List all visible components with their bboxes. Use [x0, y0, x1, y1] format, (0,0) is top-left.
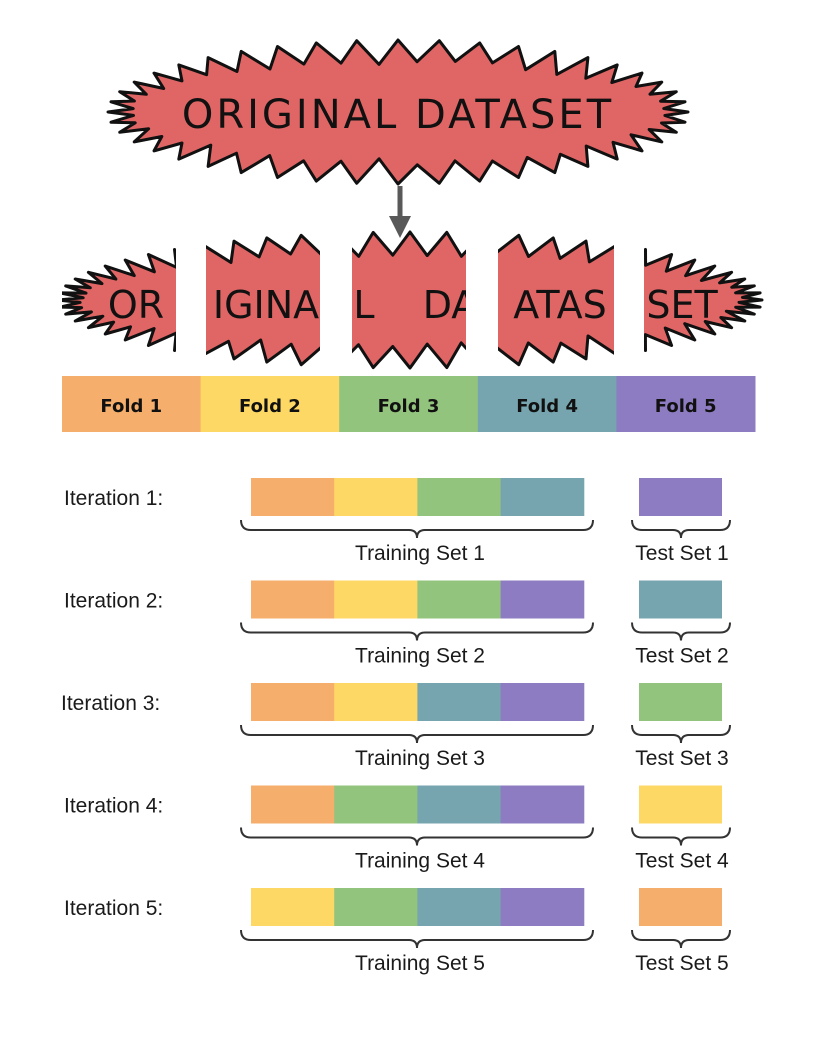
iteration-2-label: Iteration 2: [64, 590, 163, 613]
test-fold-cell [639, 683, 722, 721]
training-set-1-label: Training Set 1 [355, 542, 485, 565]
iteration-4: Iteration 4: Training Set 4 Test Set 4 [64, 785, 731, 873]
training-brace [240, 827, 594, 846]
iteration-2: Iteration 2: Training Set 2 Test Set 2 [64, 580, 731, 668]
training-fold-cell [500, 785, 585, 824]
down-arrow-icon [389, 186, 411, 238]
iteration-5: Iteration 5: Training Set 5 Test Set 5 [64, 888, 731, 975]
fold-2-label: Fold 2 [239, 396, 301, 417]
training-brace [240, 622, 594, 641]
test-brace [631, 724, 731, 744]
test-brace [631, 929, 731, 949]
fold-1-label: Fold 1 [100, 396, 162, 417]
test-set-2-label: Test Set 2 [635, 645, 728, 668]
training-fold-cell [500, 888, 585, 926]
training-fold-cell [251, 683, 335, 721]
original-dataset-title: ORIGINAL DATASET [182, 92, 614, 138]
fold-4-label: Fold 4 [516, 396, 578, 417]
training-fold-cell [251, 785, 335, 824]
training-fold-cell [251, 478, 335, 516]
fold-2-segment [200, 376, 340, 432]
iteration-3: Iteration 3: Training Set 3 Test Set 3 [61, 683, 731, 770]
fragment-4-text: ATAS [513, 283, 606, 327]
training-brace [240, 724, 594, 744]
training-set-3-label: Training Set 3 [355, 747, 485, 770]
fragment-5-text: SET [646, 283, 718, 327]
training-fold-cell [334, 785, 418, 824]
fold-3-segment [339, 376, 479, 432]
training-fold-cell [417, 478, 502, 516]
test-brace [631, 622, 731, 641]
split-dataset: OR IGINA L DA ATAS SET [62, 230, 764, 370]
training-fold-cell [417, 888, 502, 926]
fragment-1: OR [62, 248, 176, 352]
test-brace [631, 519, 731, 539]
fold-5-segment [616, 376, 756, 432]
fragment-3b-text: DA [423, 283, 478, 327]
fragment-5: SET [644, 248, 764, 352]
fragment-2-text: IGINA [213, 283, 319, 327]
fragment-2: IGINA [206, 233, 320, 367]
test-fold-cell [639, 580, 722, 619]
training-fold-cell [334, 683, 418, 721]
fold-5-label: Fold 5 [655, 396, 717, 417]
training-set-4-label: Training Set 4 [355, 850, 485, 873]
test-set-4-label: Test Set 4 [635, 850, 729, 873]
test-fold-cell [639, 888, 722, 926]
training-set-5-label: Training Set 5 [355, 952, 485, 975]
training-set-2-label: Training Set 2 [355, 645, 485, 668]
test-fold-cell [639, 478, 722, 516]
test-set-1-label: Test Set 1 [635, 542, 728, 565]
fragment-4: ATAS [498, 233, 614, 367]
fragment-3: L DA [352, 230, 478, 370]
original-dataset-blob: ORIGINAL DATASET [106, 38, 690, 186]
training-fold-cell [334, 580, 418, 619]
iteration-1: Iteration 1: Training Set 1 Test Set 1 [64, 478, 731, 565]
training-fold-cell [417, 785, 502, 824]
training-brace [240, 929, 594, 949]
training-brace [240, 519, 594, 539]
training-fold-cell [500, 580, 585, 619]
training-fold-cell [500, 683, 585, 721]
iteration-5-label: Iteration 5: [64, 897, 163, 920]
fold-4-segment [477, 376, 617, 432]
fold-1-segment [62, 376, 202, 432]
iteration-4-label: Iteration 4: [64, 795, 163, 818]
training-fold-cell [334, 478, 418, 516]
training-fold-cell [417, 580, 502, 619]
fragment-3-text: L [353, 283, 374, 327]
iteration-3-label: Iteration 3: [61, 692, 160, 715]
test-set-3-label: Test Set 3 [635, 747, 728, 770]
training-fold-cell [500, 478, 585, 516]
fragment-1-text: OR [108, 283, 164, 327]
fold-3-label: Fold 3 [378, 396, 440, 417]
training-fold-cell [417, 683, 502, 721]
test-set-5-label: Test Set 5 [635, 952, 728, 975]
iteration-1-label: Iteration 1: [64, 487, 163, 510]
training-fold-cell [251, 888, 335, 926]
training-fold-cell [251, 580, 335, 619]
fold-bar: Fold 1 Fold 2 Fold 3 Fold 4 Fold 5 [62, 376, 756, 432]
test-fold-cell [639, 785, 722, 824]
test-brace [631, 827, 731, 846]
training-fold-cell [334, 888, 418, 926]
blob-shape [106, 38, 690, 186]
